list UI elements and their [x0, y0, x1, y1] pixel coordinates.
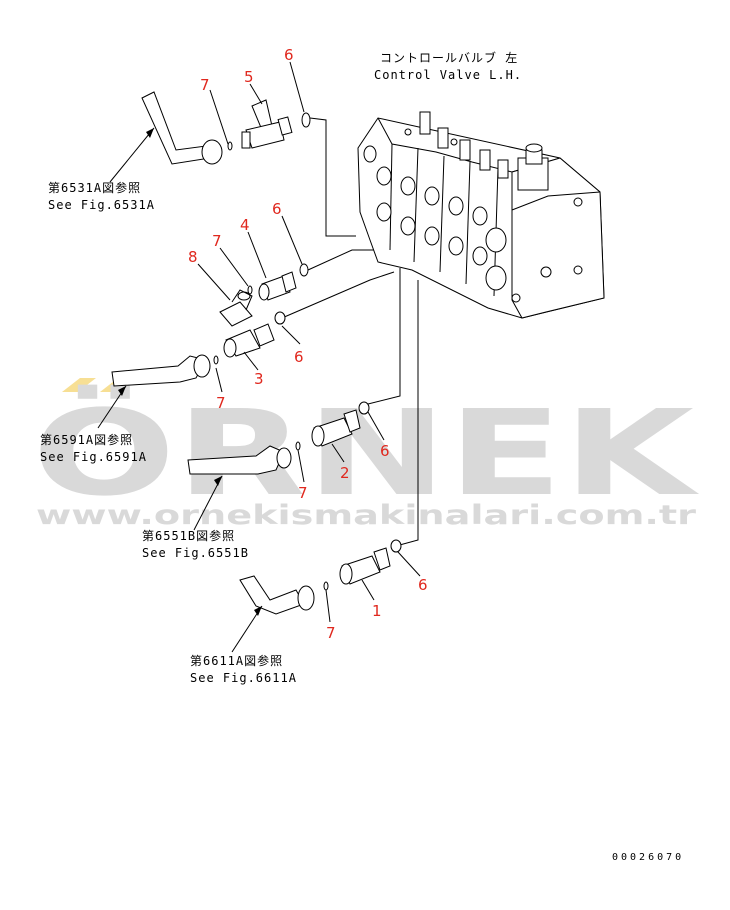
- title-jp: コントロールバルブ 左: [380, 50, 518, 65]
- drawing-code: 00026070: [612, 852, 684, 863]
- routing-lines: [281, 117, 419, 547]
- title-en: Control Valve L.H.: [374, 68, 522, 82]
- callout-7-low-a: 7: [298, 484, 308, 502]
- reference-labels: 第6531A図参照 See Fig.6531A 第6591A図参照 See Fi…: [40, 180, 297, 685]
- reference-arrows: [97, 127, 263, 653]
- callout-5: 5: [244, 68, 254, 86]
- callout-numbers: 6 5 7 6 4 7 8 6 3 7 6 2 7 6 1 7: [188, 46, 428, 642]
- o-ring-6-b: [299, 263, 309, 277]
- control-valve-body: [357, 111, 605, 319]
- callout-6-low-a: 6: [380, 442, 390, 460]
- watermark-url: www.ornekismakinalari.com.tr: [36, 500, 697, 531]
- ref-6551B-en: See Fig.6551B: [142, 546, 249, 560]
- hose-6531A: [141, 91, 233, 165]
- o-ring-6-e: [390, 539, 402, 553]
- callout-6-low-b: 6: [418, 576, 428, 594]
- hose-6551B: [187, 441, 301, 475]
- callout-7-top: 7: [200, 76, 210, 94]
- ref-6531A-en: See Fig.6531A: [48, 198, 155, 212]
- part-3-fitting: [223, 323, 275, 358]
- o-ring-6-c: [274, 311, 286, 325]
- ref-6591A-en: See Fig.6591A: [40, 450, 147, 464]
- callout-8: 8: [188, 248, 198, 266]
- valve-ports: [363, 128, 583, 303]
- hose-6611A: [239, 575, 329, 615]
- hose-6591A: [111, 354, 219, 387]
- part-4-fitting: [258, 271, 297, 301]
- o-ring-6-d: [358, 401, 370, 415]
- part-8-plug: [219, 289, 253, 327]
- watermark-accent-left: [62, 378, 96, 392]
- callout-6-mid-b: 6: [294, 348, 304, 366]
- callout-7-low-b: 7: [326, 624, 336, 642]
- ref-6551B-jp: 第6551B図参照: [142, 528, 235, 543]
- o-ring-7-a: [247, 285, 253, 295]
- o-ring-6-a: [301, 112, 311, 128]
- part-2-fitting: [311, 409, 361, 447]
- callout-1: 1: [372, 602, 382, 620]
- part-1-fitting: [339, 547, 391, 585]
- ref-6591A-jp: 第6591A図参照: [40, 432, 133, 447]
- callout-7-mid-a: 7: [212, 232, 222, 250]
- ref-6611A-en: See Fig.6611A: [190, 671, 297, 685]
- callout-leaders: [197, 61, 421, 623]
- callout-6-top: 6: [284, 46, 294, 64]
- ref-6611A-jp: 第6611A図参照: [190, 653, 283, 668]
- callout-3: 3: [254, 370, 264, 388]
- part-5-elbow: [241, 99, 293, 149]
- ref-6531A-jp: 第6531A図参照: [48, 180, 141, 195]
- callout-2: 2: [340, 464, 350, 482]
- callout-7-mid-b: 7: [216, 394, 226, 412]
- callout-4: 4: [240, 216, 250, 234]
- callout-6-mid-a: 6: [272, 200, 282, 218]
